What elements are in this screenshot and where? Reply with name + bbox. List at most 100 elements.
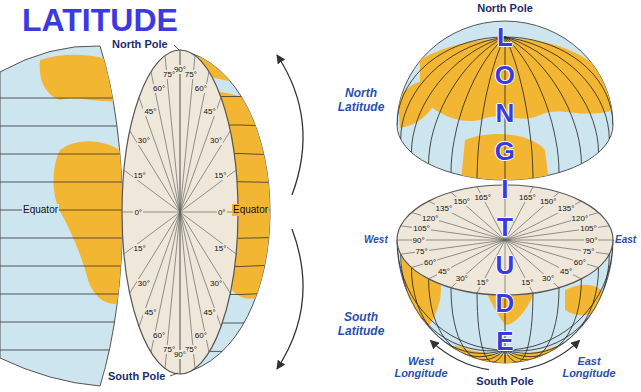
degree-spoke (180, 56, 195, 213)
degree-label: 90° (412, 236, 426, 245)
direction-label: West (364, 234, 388, 246)
degree-spoke (180, 212, 221, 327)
degree-label: 45° (203, 107, 217, 116)
globe-surface (0, 55, 130, 350)
degree-spokes (122, 50, 238, 374)
degree-spoke (165, 56, 180, 213)
degree-spoke (180, 212, 230, 293)
degree-label: 60° (194, 331, 208, 340)
direction-label: East (615, 234, 636, 246)
america-land (398, 81, 440, 128)
degree-label: 45° (143, 308, 157, 317)
degree-spoke (180, 97, 221, 212)
meridian-line (505, 37, 599, 153)
degree-spoke (180, 170, 236, 212)
degree-label: 30° (137, 136, 151, 145)
degree-label: 15° (213, 244, 227, 253)
degree-spoke (124, 170, 180, 212)
degree-label: 105° (579, 224, 598, 233)
degree-label: 105° (412, 224, 431, 233)
degree-label: 75° (415, 247, 429, 256)
direction-label: North Latitude (330, 86, 392, 114)
europe-land (40, 55, 130, 102)
vertical-heading: LONGITUDE (494, 18, 515, 360)
degree-label: 60° (573, 258, 587, 267)
pole-label: South Pole (476, 375, 533, 388)
degree-label: 75° (581, 247, 595, 256)
degree-label: 90° (584, 236, 598, 245)
degree-label: 60° (194, 84, 208, 93)
equator-label: Equator (232, 204, 269, 216)
meridian-line (429, 37, 505, 164)
latitude-lines (0, 98, 130, 350)
degree-spoke (451, 192, 505, 240)
degree-label: 60° (423, 258, 437, 267)
degree-spoke (139, 97, 180, 212)
degree-label: 30° (541, 274, 555, 283)
degree-label: 90° (173, 350, 187, 359)
degree-spoke (180, 131, 230, 212)
degree-label: 15° (133, 171, 147, 180)
degree-label: 45° (143, 107, 157, 116)
leader-line (170, 373, 178, 376)
degree-spoke (151, 212, 180, 352)
meridian-line (397, 37, 505, 125)
meridian-line (505, 37, 609, 139)
degree-spoke (180, 212, 238, 213)
degree-spoke (124, 212, 180, 254)
degree-label: 30° (209, 136, 223, 145)
degree-label: 15° (133, 244, 147, 253)
degree-label: 0° (133, 208, 143, 217)
degree-label: 15° (520, 278, 534, 287)
degree-spoke (151, 72, 180, 212)
degree-label: 60° (152, 84, 166, 93)
degree-label: 0° (217, 208, 227, 217)
degree-label: 30° (455, 274, 469, 283)
degree-label: 75° (184, 70, 198, 79)
degree-label: 15° (476, 278, 490, 287)
cross-section-disc (122, 50, 238, 374)
pole-label: South Pole (108, 370, 165, 383)
degree-label: 60° (152, 331, 166, 340)
pole-label: North Pole (477, 2, 533, 15)
degree-label: 15° (213, 171, 227, 180)
direction-arrow (277, 229, 303, 369)
degree-label: 30° (209, 279, 223, 288)
degree-label: 135° (557, 204, 576, 213)
degree-label: 165° (473, 193, 492, 202)
degree-spoke (505, 192, 559, 240)
degree-spoke (180, 50, 181, 212)
direction-arrow (521, 340, 580, 369)
degree-label: 150° (539, 197, 558, 206)
degree-spoke (122, 212, 180, 213)
degree-spoke (130, 131, 180, 212)
degree-label: 30° (137, 279, 151, 288)
degree-label: 45° (203, 308, 217, 317)
direction-arrow (430, 340, 489, 369)
degree-label: 120° (421, 214, 440, 223)
degree-label: 120° (571, 214, 590, 223)
degree-spoke (180, 212, 209, 352)
meridian-line (505, 37, 613, 125)
degree-label: 165° (518, 193, 537, 202)
degree-label: 75° (162, 70, 176, 79)
meridian-line (412, 37, 506, 153)
title-heading: LATITUDE (22, 2, 178, 38)
degree-spoke (180, 212, 236, 254)
direction-label: West Longitude (392, 355, 450, 379)
degree-spoke (180, 72, 209, 212)
degree-label: 135° (435, 204, 454, 213)
direction-label: East Longitude (560, 355, 618, 379)
degree-spoke (130, 212, 180, 293)
degree-label: 45° (559, 267, 573, 276)
equator-label: Equator (22, 204, 59, 216)
africa-land (54, 141, 131, 304)
direction-arrow (277, 55, 303, 195)
direction-label: South Latitude (330, 310, 392, 338)
degree-label: 150° (453, 197, 472, 206)
pole-label: North Pole (112, 38, 168, 51)
leader-line (174, 45, 179, 50)
degree-spoke (180, 50, 181, 212)
